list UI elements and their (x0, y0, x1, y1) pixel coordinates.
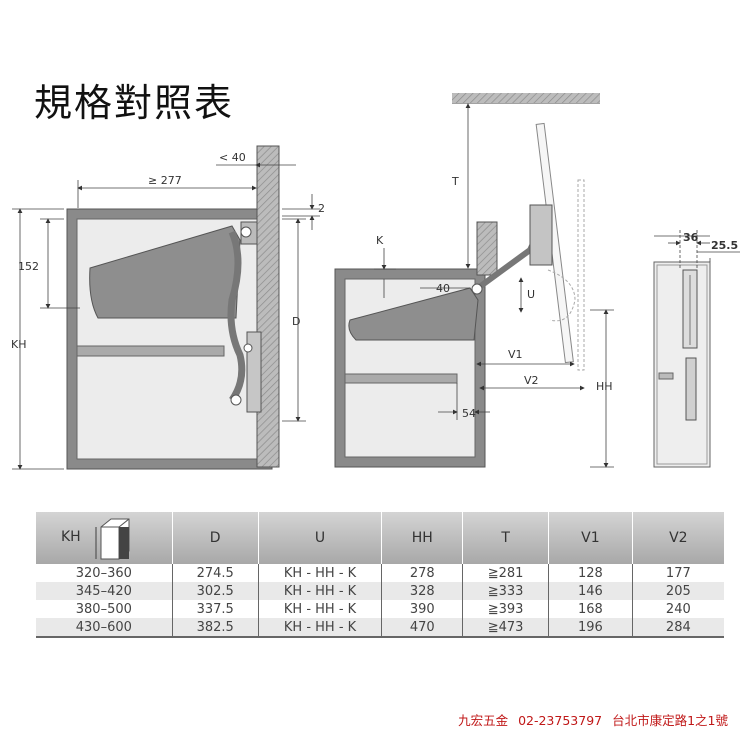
cell-v1: 168 (548, 600, 633, 618)
cell-u: KH - HH - K (258, 600, 383, 618)
cell-t: ≧333 (462, 582, 550, 600)
header-d: D (172, 512, 259, 564)
middle-cabinet (334, 93, 600, 468)
dim-25-5: 25.5 (711, 239, 738, 252)
cell-t: ≧473 (462, 618, 550, 638)
table-header-row: KH D U HH T V1 V2 (36, 512, 724, 564)
dim-kh: KH (11, 338, 27, 351)
middle-dimension-lines (374, 103, 614, 468)
table-row: 320–360 274.5 KH - HH - K 278 ≧281 128 1… (36, 564, 724, 582)
cell-u: KH - HH - K (258, 582, 383, 600)
ceiling-hatch (452, 93, 600, 103)
header-t: T (462, 512, 550, 564)
table-row: 380–500 337.5 KH - HH - K 390 ≧393 168 2… (36, 600, 724, 618)
cell-hh: 328 (381, 582, 464, 600)
cell-d: 274.5 (172, 564, 259, 582)
cell-v1: 196 (548, 618, 633, 638)
page-title: 規格對照表 (34, 81, 235, 125)
dim-v2: V2 (524, 374, 539, 387)
cell-hh: 278 (381, 564, 464, 582)
cell-v2: 205 (632, 582, 724, 600)
left-cabinet (66, 145, 280, 470)
cell-kh: 320–360 (36, 564, 173, 582)
dim-40: 40 (436, 282, 450, 295)
cell-v2: 177 (632, 564, 724, 582)
header-v1: V1 (548, 512, 633, 564)
cell-d: 382.5 (172, 618, 259, 638)
cell-v2: 240 (632, 600, 724, 618)
dim-ge277: ≥ 277 (148, 174, 182, 187)
cell-v1: 146 (548, 582, 633, 600)
cabinet-cube-icon (95, 518, 130, 560)
cell-u: KH - HH - K (258, 564, 383, 582)
footer-contact: 九宏五金 02-23753797 台北市康定路1之1號 (452, 710, 728, 729)
cell-v2: 284 (632, 618, 724, 638)
cell-kh: 430–600 (36, 618, 173, 638)
lift-arm (227, 230, 246, 403)
cell-hh: 390 (381, 600, 464, 618)
dim-hh: HH (596, 380, 613, 393)
cell-kh: 345–420 (36, 582, 173, 600)
dim-t: T (451, 175, 459, 188)
dim-152: 152 (18, 260, 39, 273)
header-kh: KH (36, 512, 173, 564)
dim-v1: V1 (508, 348, 523, 361)
dim-lt40: < 40 (219, 151, 246, 164)
technical-diagram: < 40 ≥ 277 2 152 KH D T K 40 U (11, 93, 740, 470)
header-u: U (258, 512, 383, 564)
cell-v1: 128 (548, 564, 633, 582)
dim-36: 36 (683, 231, 699, 244)
dim-u: U (527, 288, 535, 301)
spec-table: KH D U HH T V1 V2 320–360 274.5 (36, 512, 724, 638)
dim-2: 2 (318, 202, 325, 215)
cell-d: 337.5 (172, 600, 259, 618)
header-kh-label: KH (61, 529, 81, 545)
dim-54: 54 (462, 407, 476, 420)
table-row: 345–420 302.5 KH - HH - K 328 ≧333 146 2… (36, 582, 724, 600)
cell-kh: 380–500 (36, 600, 173, 618)
left-dimension-lines (12, 162, 320, 470)
header-hh: HH (381, 512, 464, 564)
cell-t: ≧281 (462, 564, 550, 582)
header-v2: V2 (632, 512, 724, 564)
table-row: 430–600 382.5 KH - HH - K 470 ≧473 196 2… (36, 618, 724, 638)
right-side-view (653, 261, 711, 468)
footer-company: 九宏五金 (458, 713, 509, 728)
dim-d: D (292, 315, 300, 328)
footer-address: 台北市康定路1之1號 (612, 713, 728, 728)
right-dimension-lines (654, 230, 740, 270)
cell-t: ≧393 (462, 600, 550, 618)
dim-k: K (376, 234, 384, 247)
hatched-door-panel (256, 145, 280, 468)
footer-phone: 02-23753797 (518, 713, 603, 728)
cell-u: KH - HH - K (258, 618, 383, 638)
cell-d: 302.5 (172, 582, 259, 600)
cell-hh: 470 (381, 618, 464, 638)
